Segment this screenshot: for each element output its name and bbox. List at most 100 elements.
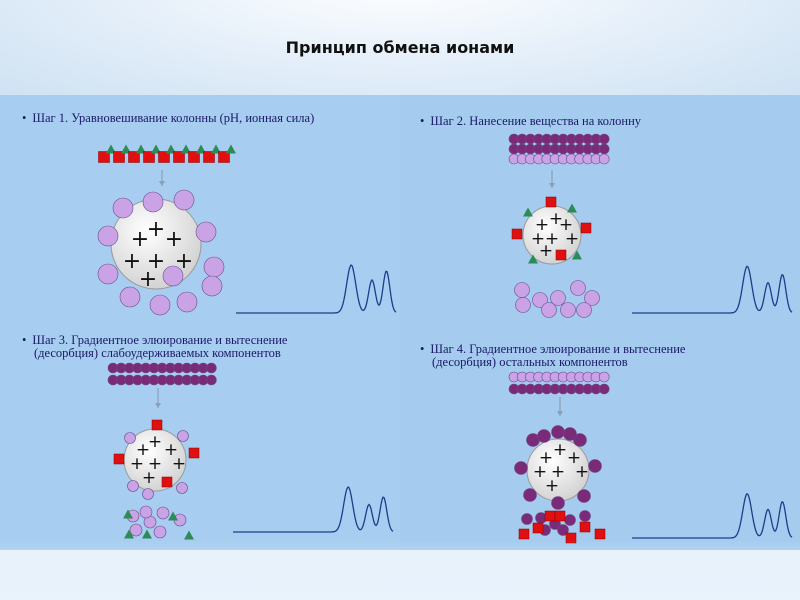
bound-square-ion bbox=[188, 447, 200, 459]
counter-ion-circle bbox=[97, 263, 119, 285]
eluted-light-ion bbox=[514, 282, 530, 298]
eluted-light-ion bbox=[515, 297, 531, 313]
bound-triangle-ion bbox=[523, 207, 533, 217]
buffer-square-ion bbox=[218, 151, 230, 163]
counter-ion-circle bbox=[149, 294, 171, 316]
eluted-triangle-ion bbox=[142, 529, 152, 539]
bead-plus-sign: + bbox=[123, 249, 141, 274]
bead-plus-sign: + bbox=[567, 448, 581, 468]
bead-plus-sign: + bbox=[136, 440, 150, 460]
bead-plus-sign: + bbox=[533, 462, 547, 482]
bead-plus-sign: + bbox=[148, 454, 162, 474]
eluted-light-ion bbox=[139, 505, 153, 519]
bound-dark-ion bbox=[563, 427, 577, 441]
eluted-triangle-ion bbox=[123, 509, 133, 519]
sample-light-ion bbox=[598, 371, 610, 383]
bead-plus-sign: + bbox=[172, 454, 186, 474]
eluted-square-ion bbox=[554, 510, 566, 522]
bound-light-ion bbox=[142, 488, 154, 500]
step-2-caption: •Шаг 2. Нанесение вещества на колонну bbox=[420, 114, 642, 128]
buffer-square-ion bbox=[158, 151, 170, 163]
bound-dark-ion bbox=[573, 433, 587, 447]
counter-ion-circle bbox=[201, 275, 223, 297]
bound-triangle-ion bbox=[567, 203, 577, 213]
bound-square-ion bbox=[555, 249, 567, 261]
counter-ion-circle bbox=[173, 189, 195, 211]
eluted-triangle-ion bbox=[168, 511, 178, 521]
counter-ion-circle bbox=[176, 291, 198, 313]
eluted-dark-ion bbox=[521, 513, 533, 525]
bound-dark-ion bbox=[514, 461, 528, 475]
eluted-square-ion bbox=[579, 521, 591, 533]
buffer-square-ion bbox=[113, 151, 125, 163]
bound-dark-ion bbox=[523, 488, 537, 502]
bead-plus-sign: + bbox=[545, 229, 559, 249]
bead-plus-sign: + bbox=[142, 468, 156, 488]
bead-plus-sign: + bbox=[575, 462, 589, 482]
step-4-caption: •Шаг 4. Градиентное элюирование и вытесн… bbox=[420, 342, 686, 369]
eluted-square-ion bbox=[518, 528, 530, 540]
sample-light-ion bbox=[598, 153, 610, 165]
bead-plus-sign: + bbox=[545, 476, 559, 496]
buffer-square-ion bbox=[143, 151, 155, 163]
bound-light-ion bbox=[124, 432, 136, 444]
bound-dark-ion bbox=[577, 489, 591, 503]
eluted-light-ion bbox=[541, 302, 557, 318]
eluted-light-ion bbox=[153, 525, 167, 539]
eluted-light-ion bbox=[550, 290, 566, 306]
counter-ion-circle bbox=[162, 265, 184, 287]
counter-ion-circle bbox=[119, 286, 141, 308]
step-1-chromatogram bbox=[236, 264, 397, 314]
counter-ion-circle bbox=[203, 256, 225, 278]
buffer-square-ion bbox=[173, 151, 185, 163]
bead-plus-sign: + bbox=[165, 227, 183, 252]
buffer-square-ion bbox=[98, 151, 110, 163]
bead-plus-sign: + bbox=[539, 241, 553, 261]
sample-dark-ion bbox=[598, 383, 610, 395]
step-2-chromatogram bbox=[632, 265, 793, 314]
eluted-light-ion bbox=[532, 292, 548, 308]
eluted-light-ion bbox=[129, 523, 143, 537]
eluted-square-ion bbox=[532, 522, 544, 534]
buffer-square-ion bbox=[203, 151, 215, 163]
eluted-light-ion bbox=[560, 302, 576, 318]
bound-square-ion bbox=[151, 419, 163, 431]
counter-ion-circle bbox=[142, 191, 164, 213]
bead-plus-sign: + bbox=[549, 209, 563, 229]
sample-dark-ion bbox=[598, 133, 610, 145]
header-background bbox=[0, 0, 800, 95]
bead-plus-sign: + bbox=[130, 454, 144, 474]
bead-plus-sign: + bbox=[164, 440, 178, 460]
footer-background bbox=[0, 540, 800, 600]
counter-ion-circle bbox=[112, 197, 134, 219]
eluted-light-ion bbox=[584, 290, 600, 306]
step-3-arrow-head bbox=[155, 403, 161, 408]
bound-square-ion bbox=[511, 228, 523, 240]
step-4-arrow-head bbox=[557, 411, 563, 416]
bound-dark-ion bbox=[551, 425, 565, 439]
bead-plus-sign: + bbox=[175, 249, 193, 274]
bead-plus-sign: + bbox=[551, 462, 565, 482]
buffer-square-ion bbox=[188, 151, 200, 163]
bound-triangle-ion bbox=[528, 254, 538, 264]
eluted-dark-ion bbox=[579, 510, 591, 522]
sample-dark-ion bbox=[598, 143, 610, 155]
eluted-dark-ion bbox=[564, 514, 576, 526]
eluted-square-ion bbox=[594, 528, 606, 540]
bound-square-ion bbox=[545, 196, 557, 208]
eluted-light-ion bbox=[576, 302, 592, 318]
bead-plus-sign: + bbox=[139, 267, 157, 292]
eluted-square-ion bbox=[544, 510, 556, 522]
counter-ion-circle bbox=[195, 221, 217, 243]
buffer-triangle-ion bbox=[226, 144, 236, 154]
bead-plus-sign: + bbox=[148, 432, 162, 452]
bead-plus-sign: + bbox=[147, 249, 165, 274]
step-2-arrow-head bbox=[549, 183, 555, 188]
bound-dark-ion bbox=[588, 459, 602, 473]
bead-plus-sign: + bbox=[531, 229, 545, 249]
sample-dark-ion bbox=[206, 374, 217, 386]
page-title: Принцип обмена ионами bbox=[285, 38, 515, 57]
bound-dark-ion bbox=[551, 496, 565, 510]
bound-light-ion bbox=[127, 480, 139, 492]
step-3-chromatogram bbox=[233, 486, 394, 533]
